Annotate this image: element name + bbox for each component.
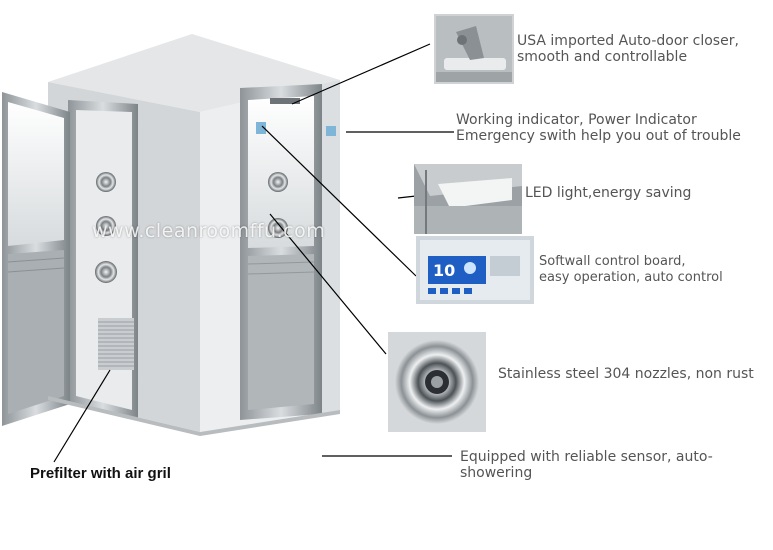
control-board-photo: 10 [416, 236, 534, 304]
air-shower-product-photo [2, 34, 340, 436]
callout-control-board: Softwall control board, easy operation, … [539, 254, 723, 285]
led-light-photo [414, 164, 522, 234]
control-panel-display: 10 [433, 261, 455, 280]
callout-prefilter: Prefilter with air gril [30, 465, 171, 482]
door-closer-photo [434, 14, 514, 84]
callout-indicator: Working indicator, Power Indicator Emerg… [456, 112, 741, 144]
nozzle-photo [388, 332, 486, 432]
watermark: www.cleanroomffu.com [92, 220, 326, 242]
leader-lines [53, 43, 454, 463]
callout-nozzles: Stainless steel 304 nozzles, non rust [498, 366, 754, 382]
callout-led: LED light,energy saving [525, 185, 692, 201]
callout-sensor: Equipped with reliable sensor, auto-show… [460, 449, 713, 481]
callout-door-closer: USA imported Auto-door closer, smooth an… [517, 33, 739, 65]
